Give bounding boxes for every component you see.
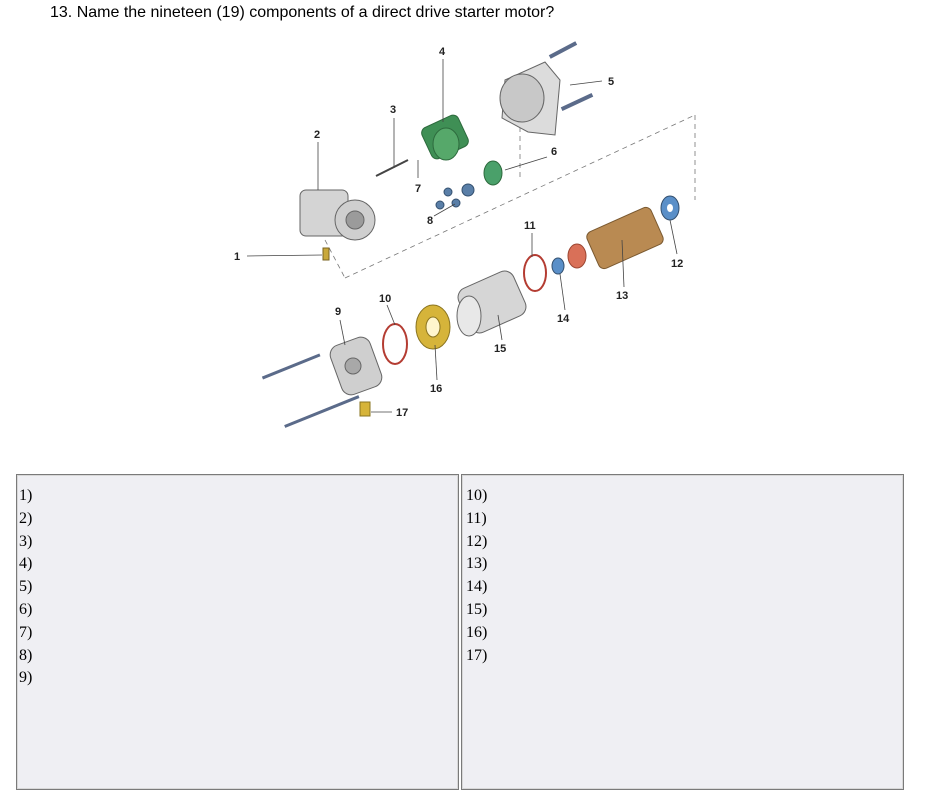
callout-12: 12 (671, 258, 683, 270)
answer-box-right[interactable]: 10) 11) 12) 13) 14) 15) 16) 17) (461, 474, 904, 790)
question-text: 13. Name the nineteen (19) components of… (50, 4, 555, 21)
gear-shape (483, 160, 503, 186)
callout-14: 14 (557, 313, 570, 325)
answer-label-2: 2) (19, 509, 33, 527)
callout-13: 13 (616, 290, 628, 302)
answer-label-7: 7) (19, 623, 33, 641)
callout-7: 7 (415, 183, 421, 195)
answer-label-17: 17) (466, 646, 488, 664)
callout-9: 9 (335, 306, 341, 318)
answer-label-6: 6) (19, 600, 33, 618)
callout-8: 8 (427, 215, 433, 227)
answer-box-left[interactable]: 1) 2) 3) 4) 5) 6) 7) 8) 9) (16, 474, 459, 790)
callout-4: 4 (439, 46, 446, 58)
field-frame-shape (456, 270, 527, 337)
answer-label-15: 15) (466, 600, 488, 618)
answer-label-8: 8) (19, 646, 33, 664)
small-bearing-shape (551, 257, 565, 275)
starter-motor-exploded-diagram: 1 2 3 4 5 6 7 8 9 10 11 12 13 14 15 16 1… (234, 41, 696, 428)
answer-label-16: 16) (466, 623, 488, 641)
end-cover-shape (329, 336, 383, 396)
o-ring-shape (382, 323, 408, 365)
callout-3: 3 (390, 104, 396, 116)
callout-2: 2 (314, 129, 320, 141)
answer-label-13: 13) (466, 555, 488, 573)
terminal-shape (359, 401, 371, 417)
through-bolt-shape (261, 41, 594, 428)
callout-10: 10 (379, 293, 391, 305)
terminal-shape (322, 247, 330, 261)
callout-5: 5 (608, 76, 614, 88)
drive-end-housing-shape (499, 61, 561, 136)
planetary-gears-shape (435, 183, 475, 210)
answer-list-right: 10) 11) 12) 13) 14) 15) 16) 17) (466, 485, 487, 667)
answer-label-9: 9) (19, 669, 33, 687)
answer-label-1: 1) (19, 487, 33, 504)
spring-shape (375, 159, 409, 177)
solenoid-shape (299, 189, 376, 241)
armature-shape (567, 206, 664, 270)
answer-list-left: 1) 2) 3) 4) 5) 6) 7) 8) 9) (19, 485, 32, 690)
callout-17: 17 (396, 407, 408, 419)
answer-label-10: 10) (466, 487, 488, 504)
answer-label-5: 5) (19, 578, 33, 596)
answer-label-14: 14) (466, 578, 488, 596)
answer-label-3: 3) (19, 532, 33, 550)
overrunning-clutch-shape (421, 114, 469, 161)
o-ring-shape (523, 254, 547, 292)
callout-11: 11 (524, 220, 536, 232)
answer-label-4: 4) (19, 555, 33, 573)
callout-1: 1 (234, 251, 240, 263)
callout-16: 16 (430, 383, 442, 395)
answer-label-12: 12) (466, 532, 488, 550)
brush-holder-shape (415, 304, 451, 350)
callout-15: 15 (494, 343, 506, 355)
answer-label-11: 11) (466, 509, 487, 527)
callout-6: 6 (551, 146, 557, 158)
